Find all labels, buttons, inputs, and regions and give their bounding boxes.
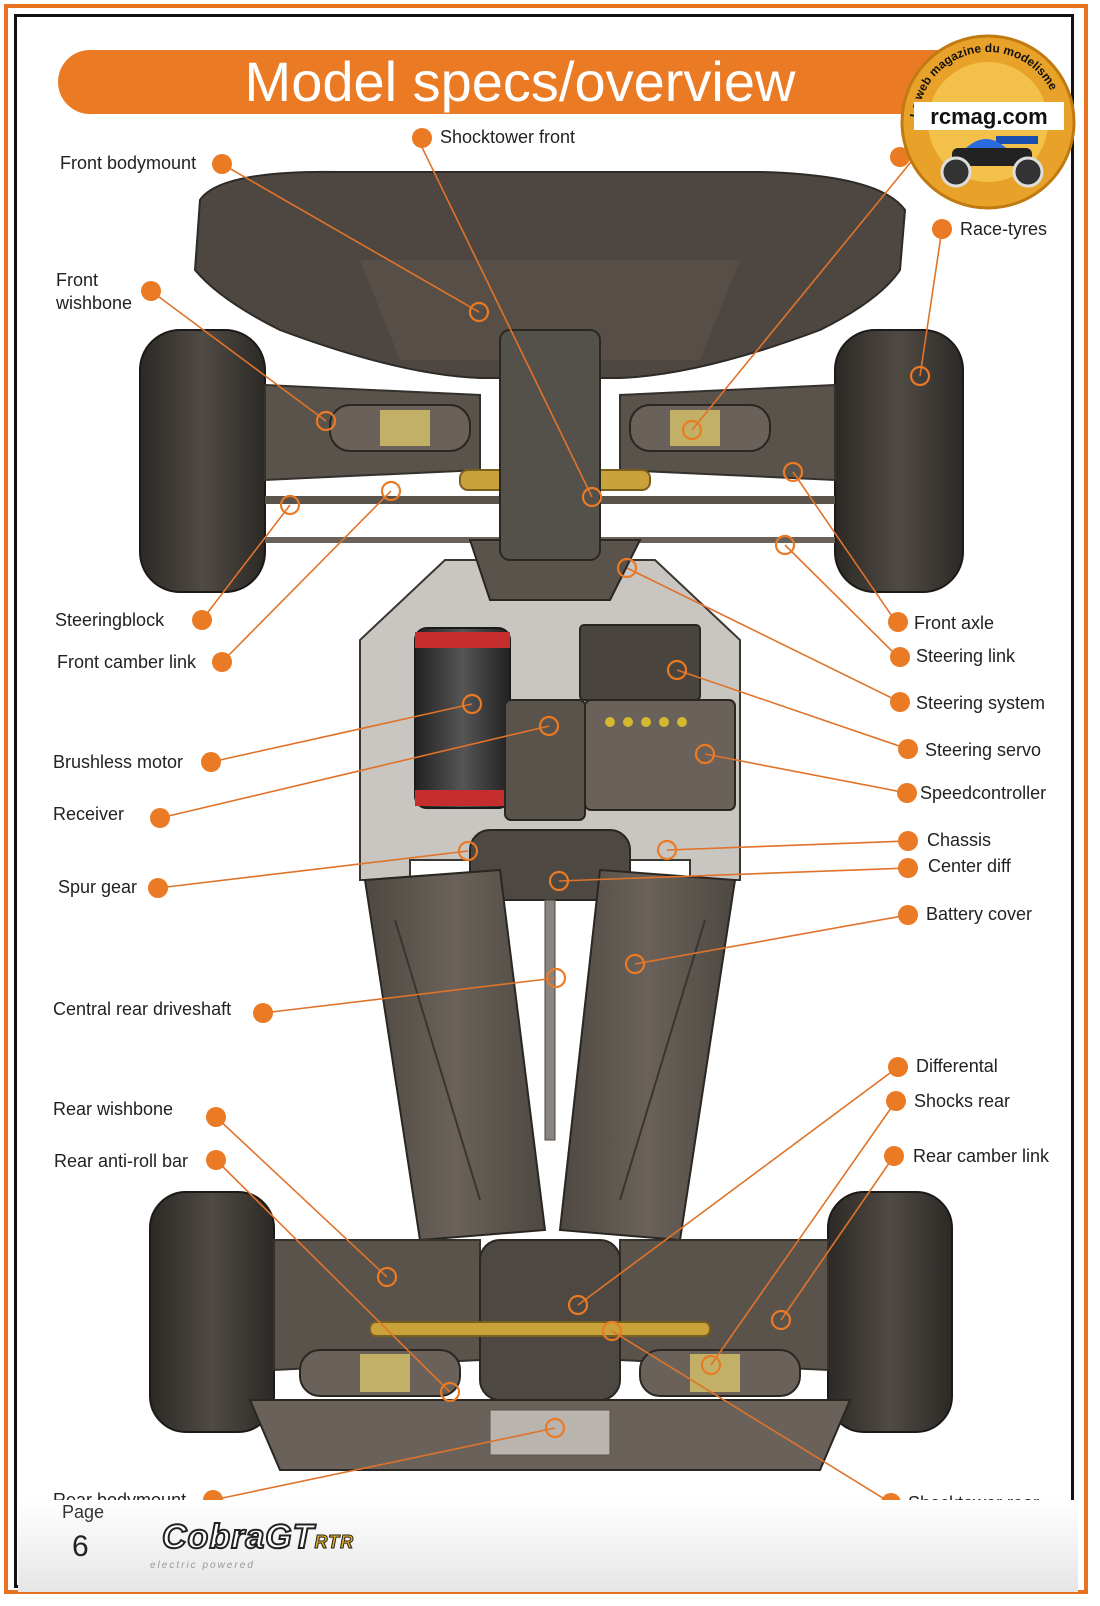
label-central-rear-driveshaft: Central rear driveshaft (53, 999, 232, 1019)
label-dots (141, 128, 952, 1513)
label-shocks-rear: Shocks rear (914, 1091, 1011, 1111)
brand-subtitle: electric powered (150, 1560, 255, 1571)
rcmag-logo: Le web magazine du modelisme rcmag.com (900, 34, 1076, 210)
label-rear-camber-link: Rear camber link (913, 1146, 1050, 1166)
brand-name: CobraGT (161, 1517, 315, 1557)
label-receiver: Receiver (53, 804, 125, 824)
page-title: Model specs/overview (244, 50, 796, 113)
buggy-icon (940, 136, 1044, 188)
rear-driveshaft (544, 899, 556, 1141)
label-rear-anti-roll-bar: Rear anti-roll bar (54, 1151, 189, 1171)
label-steering-servo: Steering servo (925, 740, 1042, 760)
rear-diff-housing (479, 1239, 621, 1401)
battery-cover-left (363, 868, 547, 1242)
rear-left-tyre (149, 1191, 275, 1433)
label-spur-gear: Spur gear (58, 877, 138, 897)
label-steering-link: Steering link (916, 646, 1016, 666)
front-right-tyre (834, 329, 964, 593)
page-number: 6 (72, 1530, 89, 1563)
logo-site-text: rcmag.com (930, 104, 1047, 129)
servo-box (579, 624, 701, 701)
front-left-tyre (139, 329, 266, 593)
label-center-diff: Center diff (928, 856, 1011, 876)
label-differental: Differental (916, 1056, 998, 1076)
label-front-bodymount: Front bodymount (60, 153, 197, 173)
footer-band (18, 1500, 1078, 1592)
brand-logo: CobraGTRTR (161, 1517, 355, 1557)
label-steering-system: Steering system (916, 693, 1046, 713)
rear-anti-roll-bar-shape (369, 1321, 711, 1337)
label-chassis: Chassis (927, 830, 992, 850)
page-label: Page (62, 1502, 105, 1522)
rear-right-tyre (827, 1191, 953, 1433)
brand-suffix: RTR (314, 1532, 355, 1553)
label-front-camber-link: Front camber link (57, 652, 197, 672)
battery-cover-right (558, 868, 737, 1242)
title-banner (58, 50, 938, 114)
label-speedcontroller: Speedcontroller (920, 783, 1047, 803)
label-race-tyres: Race-tyres (960, 219, 1048, 239)
outer-frame (4, 4, 1088, 1594)
label-brushless-motor: Brushless motor (53, 752, 184, 772)
pointer-rings (279, 301, 931, 1439)
leader-lines (150, 136, 943, 1504)
label-front-wishbone-line2: wishbone (56, 293, 133, 313)
label-shocktower-front: Shocktower front (440, 127, 576, 147)
motor-can (414, 627, 511, 809)
label-battery-cover: Battery cover (926, 904, 1033, 924)
label-front-wishbone-line1: Front (56, 270, 99, 290)
label-steeringblock: Steeringblock (55, 610, 165, 630)
label-rear-wishbone: Rear wishbone (53, 1099, 174, 1119)
label-front-axle: Front axle (914, 613, 995, 633)
